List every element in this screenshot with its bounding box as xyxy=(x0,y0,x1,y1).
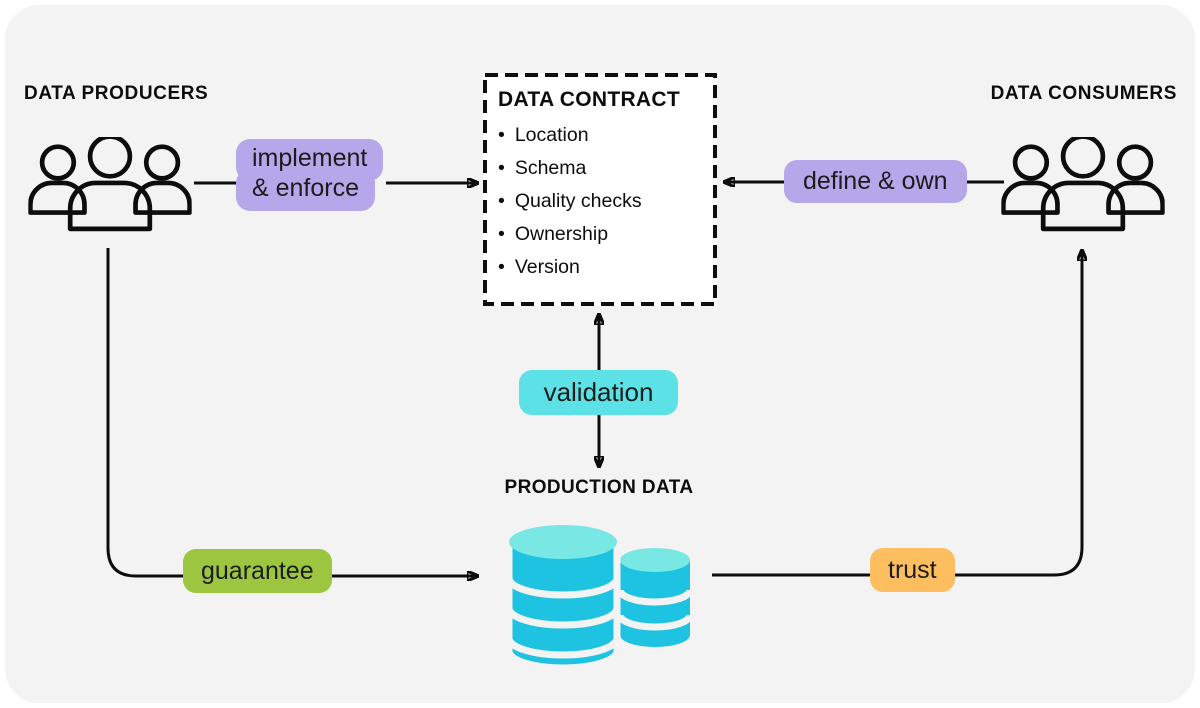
contract-item-list: LocationSchemaQuality checksOwnershipVer… xyxy=(498,119,709,284)
data-contract-box: DATA CONTRACT LocationSchemaQuality chec… xyxy=(483,73,717,306)
arrow-guarantee-path xyxy=(106,248,478,576)
data-consumers-label: DATA CONSUMERS xyxy=(990,83,1177,104)
data-producers-label: DATA PRODUCERS xyxy=(24,83,209,104)
validation-badge: validation xyxy=(519,370,678,415)
guarantee-badge: guarantee xyxy=(183,549,332,593)
implement-enforce-badge: implement & enforce xyxy=(236,139,384,211)
data-contract-title: DATA CONTRACT xyxy=(498,88,680,111)
define-own-badge: define & own xyxy=(784,160,967,203)
contract-item: Ownership xyxy=(498,218,709,251)
trust-badge: trust xyxy=(870,548,955,592)
database-big-cylinder xyxy=(505,521,621,672)
people-group-icon xyxy=(1001,137,1165,234)
production-data-label: PRODUCTION DATA xyxy=(504,477,694,498)
database-small-cylinder xyxy=(616,548,694,647)
implement-enforce-line2: & enforce xyxy=(236,169,376,211)
contract-item: Schema xyxy=(498,152,709,185)
people-group-icon xyxy=(28,137,192,234)
contract-item: Location xyxy=(498,119,709,152)
dashed-border xyxy=(483,73,717,306)
contract-item: Quality checks xyxy=(498,185,709,218)
database-cylinders-icon xyxy=(505,521,694,672)
contract-item: Version xyxy=(498,251,709,284)
arrow-trust-path xyxy=(712,250,1082,577)
